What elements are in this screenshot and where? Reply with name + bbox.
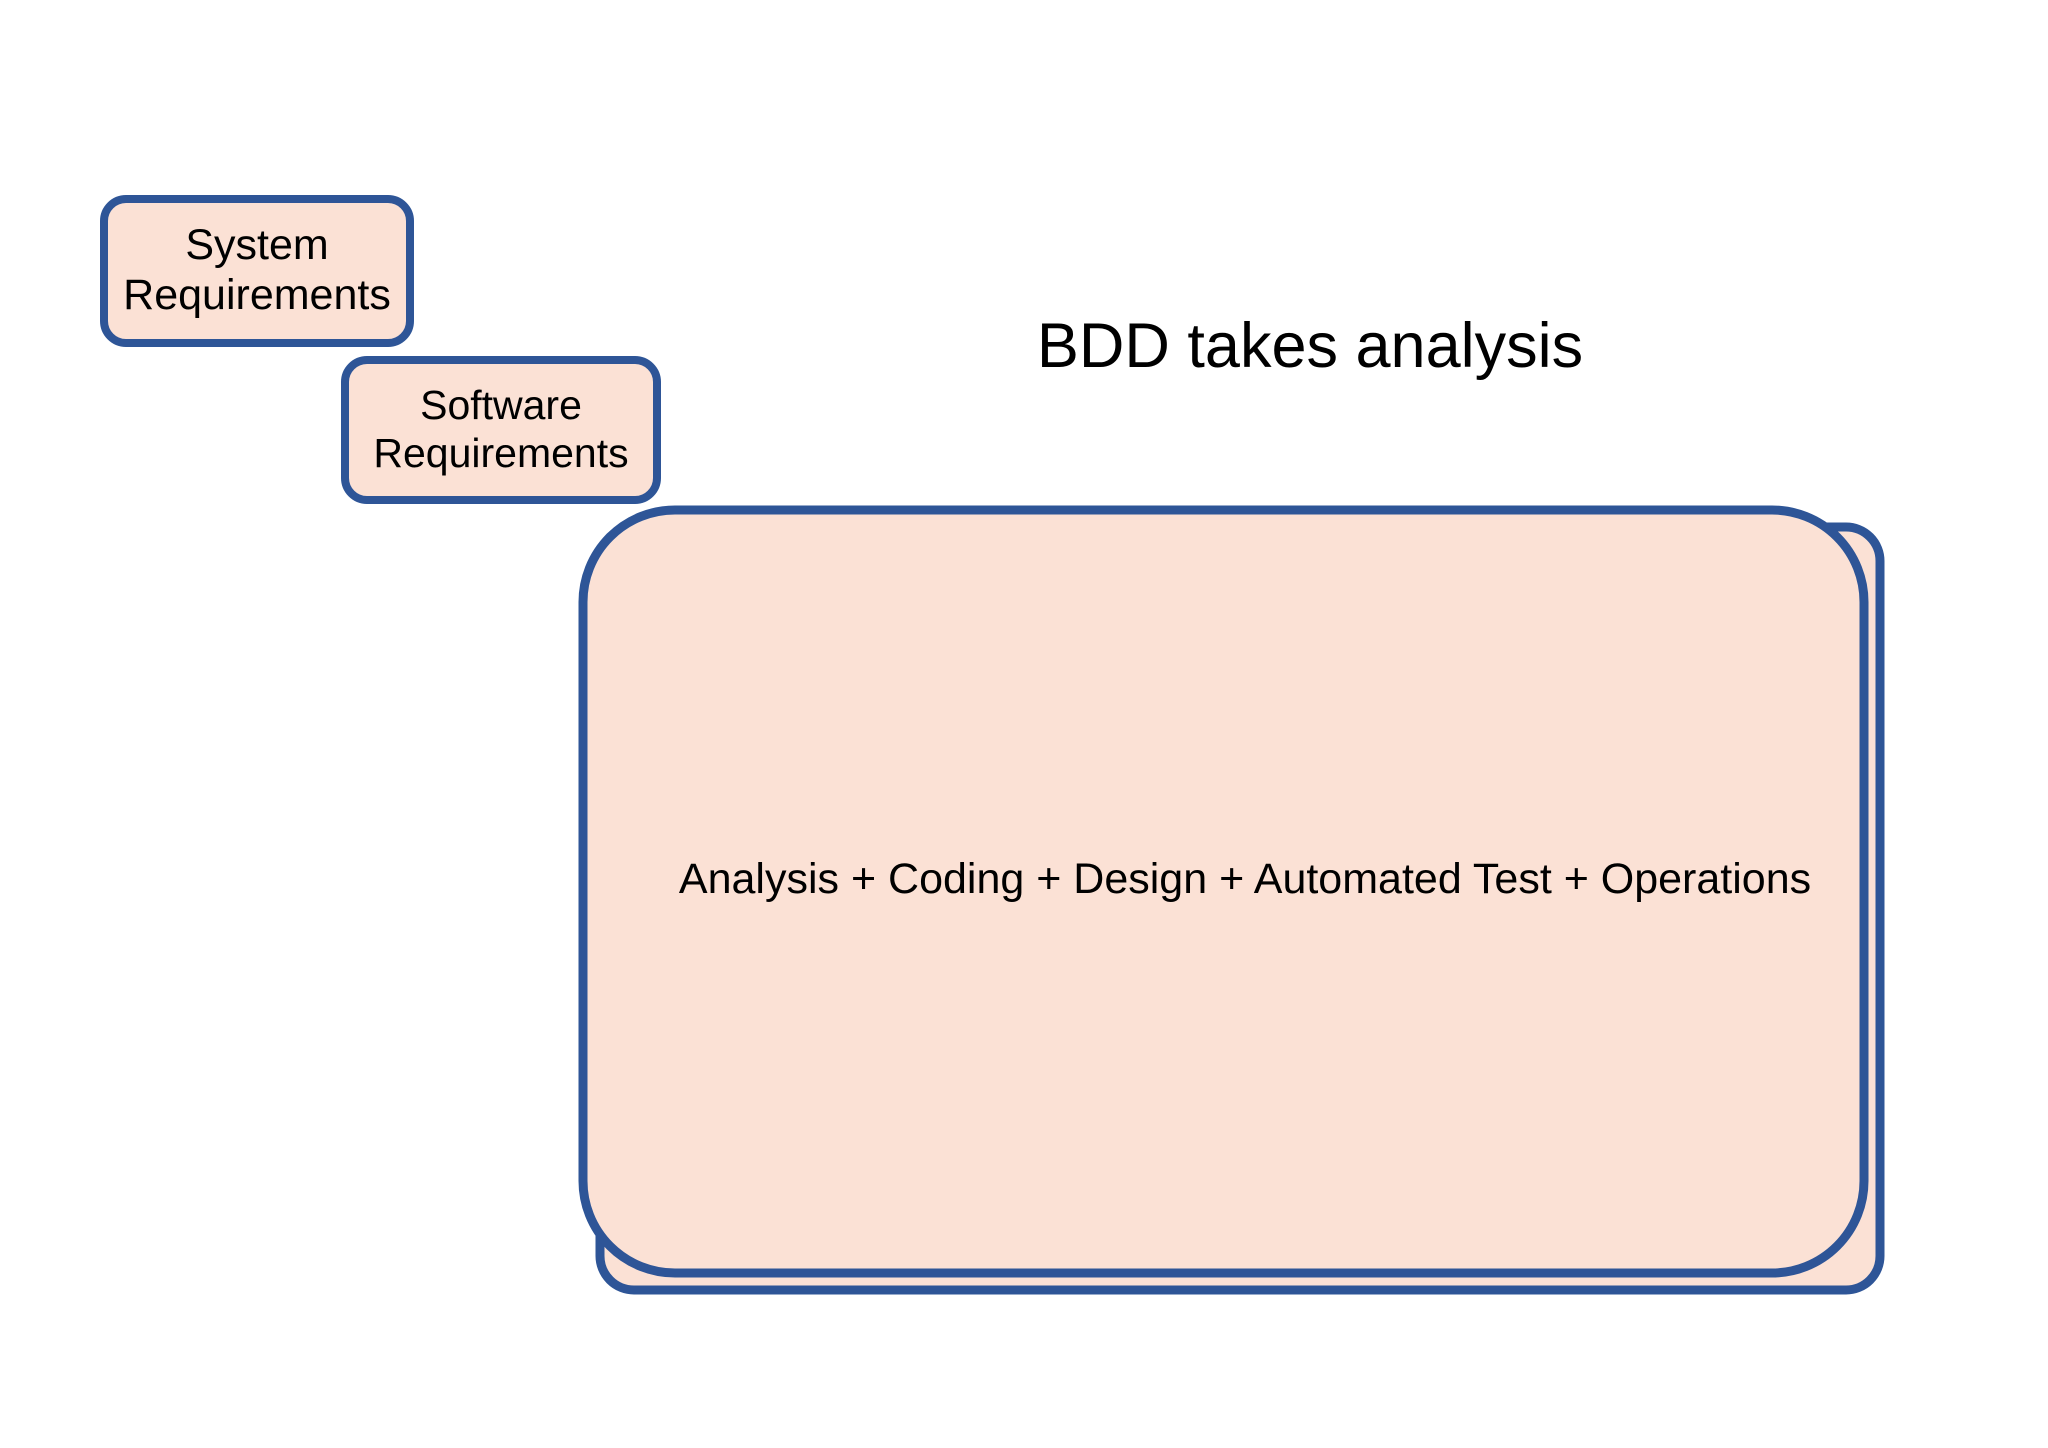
slide-title: BDD takes analysis <box>1036 311 1584 381</box>
software-requirements-box[interactable]: Software Requirements <box>341 356 661 504</box>
system-requirements-label: System Requirements <box>123 221 391 319</box>
software-requirements-label: Software Requirements <box>373 382 629 476</box>
system-requirements-box[interactable]: System Requirements <box>100 195 414 347</box>
main-activities-label: Analysis + Coding + Design + Automated T… <box>678 855 1812 903</box>
